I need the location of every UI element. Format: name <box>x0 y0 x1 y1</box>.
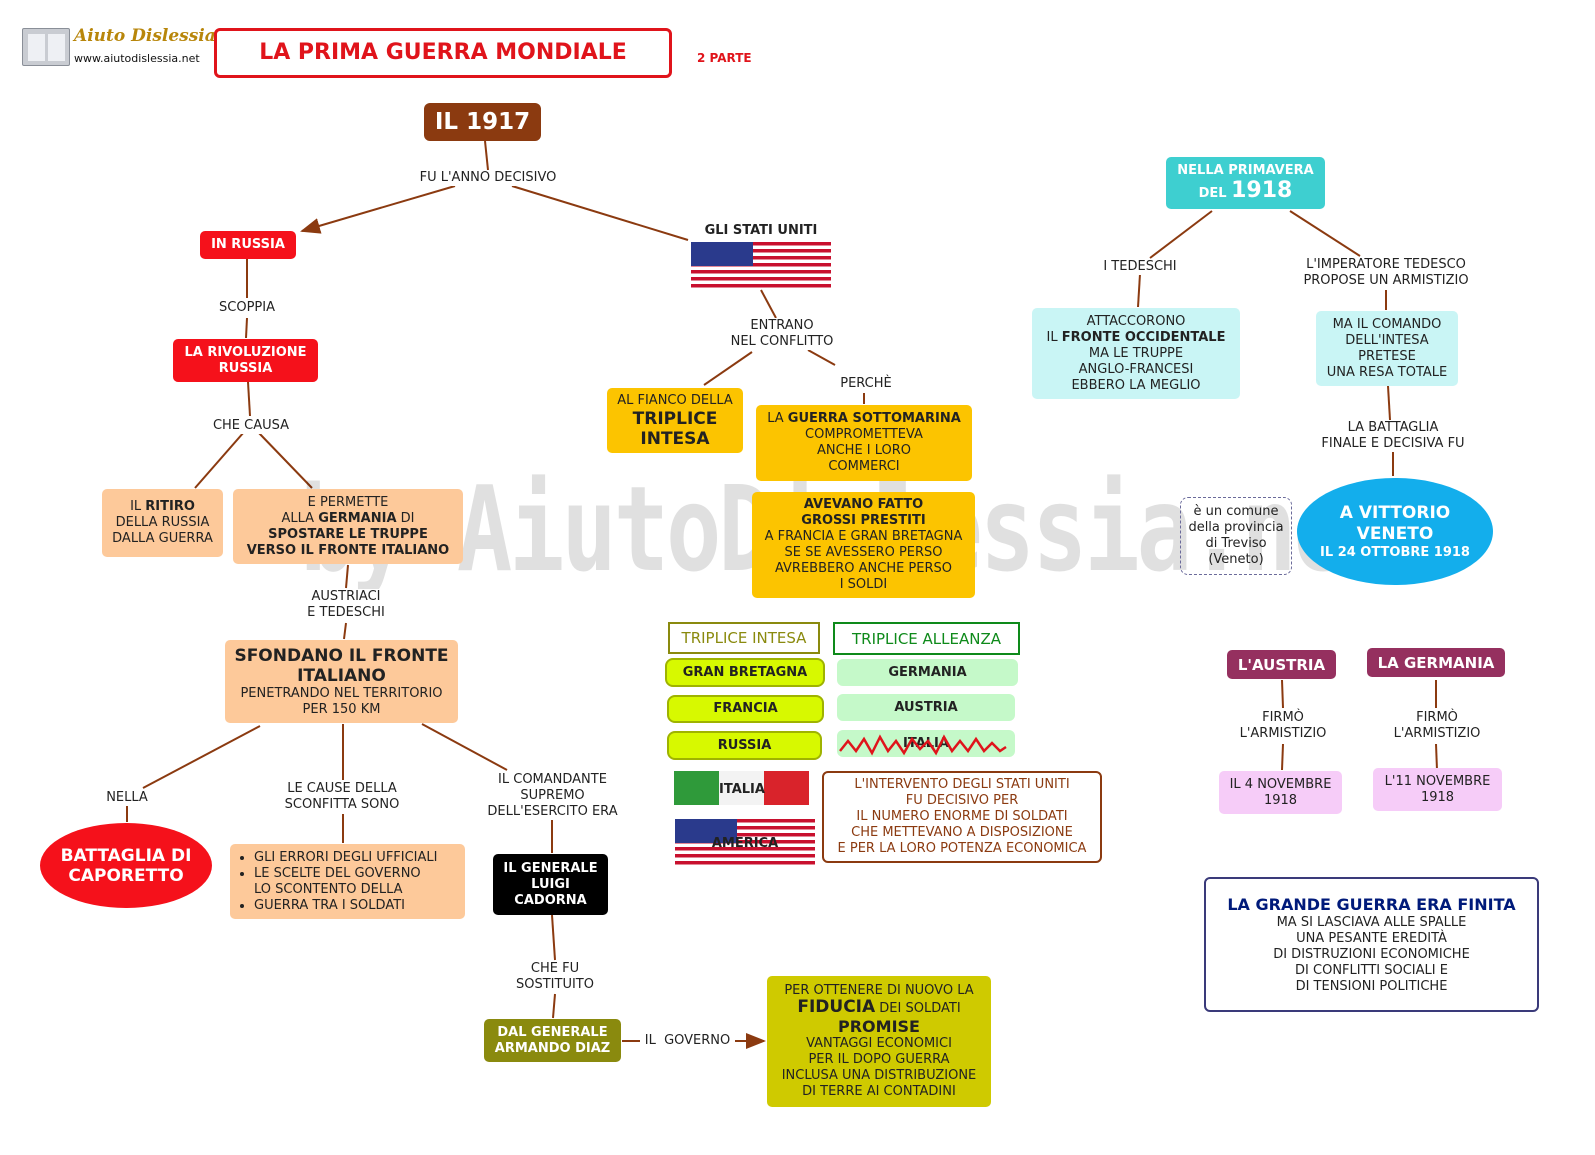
node-diaz: DAL GENERALE ARMANDO DIAZ <box>484 1019 621 1062</box>
alleanza-austria: AUSTRIA <box>837 694 1015 721</box>
label-che-causa: CHE CAUSA <box>204 418 298 434</box>
node-in-russia: IN RUSSIA <box>200 231 296 259</box>
zigzag-strike-icon <box>839 734 1007 756</box>
label-scoppia: SCOPPIA <box>208 300 286 316</box>
node-germania: LA GERMANIA <box>1367 648 1505 677</box>
alleanza-germania: GERMANIA <box>837 659 1018 686</box>
node-grande-guerra-finita: LA GRANDE GUERRA ERA FINITA MA SI LASCIA… <box>1204 877 1539 1012</box>
node-sfondano-fronte: SFONDANO IL FRONTE ITALIANO PENETRANDO N… <box>225 640 458 723</box>
list-item: LO SCONTENTO DELLA GUERRA TRA I SOLDATI <box>254 882 444 914</box>
logo[interactable]: Aiuto Dislessia www.aiutodislessia.net <box>22 26 216 70</box>
intesa-russia: RUSSIA <box>667 731 822 760</box>
node-fianco-intesa: AL FIANCO DELLA TRIPLICE INTESA <box>607 388 743 453</box>
label-anno-decisivo: FU L'ANNO DECISIVO <box>413 170 563 186</box>
list-item: LE SCELTE DEL GOVERNO <box>254 866 438 882</box>
page-title: LA PRIMA GUERRA MONDIALE <box>214 28 672 78</box>
node-comando-intesa: MA IL COMANDO DELL'INTESA PRETESE UNA RE… <box>1316 311 1458 386</box>
list-item: GLI ERRORI DEGLI UFFICIALI <box>254 850 438 866</box>
node-fiducia: PER OTTENERE DI NUOVO LA FIDUCIA DEI SOL… <box>767 976 991 1107</box>
intesa-francia: FRANCIA <box>667 695 824 723</box>
label-nella: NELLA <box>97 790 157 806</box>
note-treviso: è un comune della provincia di Treviso (… <box>1180 497 1292 575</box>
node-rivoluzione-russa: LA RIVOLUZIONE RUSSIA <box>173 339 318 382</box>
node-11-novembre: L'11 NOVEMBRE 1918 <box>1373 768 1502 811</box>
node-prestiti: AVEVANO FATTO GROSSI PRESTITI A FRANCIA … <box>752 492 975 598</box>
logo-url: www.aiutodislessia.net <box>74 52 200 65</box>
node-4-novembre: IL 4 NOVEMBRE 1918 <box>1219 771 1342 814</box>
label-i-tedeschi: I TEDESCHI <box>1095 259 1185 275</box>
america-flag-icon <box>675 819 815 865</box>
node-intervento-usa: L'INTERVENTO DEGLI STATI UNITI FU DECISI… <box>822 771 1102 863</box>
intesa-america: AMERICA <box>711 836 779 851</box>
node-1917: IL 1917 <box>424 103 541 141</box>
cause-list: GLI ERRORI DEGLI UFFICIALI LE SCELTE DEL… <box>232 850 438 882</box>
header-triplice-intesa: TRIPLICE INTESA <box>668 622 820 654</box>
node-guerra-sottomarina: LA GUERRA SOTTOMARINA COMPROMETTEVA ANCH… <box>756 405 972 481</box>
node-cadorna: IL GENERALE LUIGI CADORNA <box>493 854 608 915</box>
logo-brand: Aiuto Dislessia <box>74 26 216 46</box>
italy-flag-icon <box>674 771 809 805</box>
node-caporetto: BATTAGLIA DI CAPORETTO <box>40 823 212 908</box>
usa-flag-icon <box>691 242 831 288</box>
node-permette-germania: E PERMETTE ALLA GERMANIA DI SPOSTARE LE … <box>233 489 463 564</box>
node-austria: L'AUSTRIA <box>1227 650 1336 679</box>
intesa-italia: ITALIA <box>719 782 765 797</box>
book-icon <box>22 28 70 66</box>
label-perche: PERCHÈ <box>831 376 901 392</box>
node-attaccorono: ATTACCORONO IL FRONTE OCCIDENTALE MA LE … <box>1032 308 1240 399</box>
node-cause-list: GLI ERRORI DEGLI UFFICIALI LE SCELTE DEL… <box>230 844 465 919</box>
node-primavera-1918: NELLA PRIMAVERA DEL 1918 <box>1166 157 1325 209</box>
part-label: 2 PARTE <box>697 50 752 66</box>
node-ritiro-russia: IL RITIRO DELLA RUSSIA DALLA GUERRA <box>102 489 223 557</box>
node-stati-uniti: GLI STATI UNITI <box>690 223 832 239</box>
node-vittorio-veneto: A VITTORIO VENETO IL 24 OTTOBRE 1918 <box>1297 478 1493 585</box>
header-triplice-alleanza: TRIPLICE ALLEANZA <box>833 622 1020 655</box>
intesa-gran-bretagna: GRAN BRETAGNA <box>665 658 825 687</box>
label-governo: IL GOVERNO <box>640 1033 735 1049</box>
